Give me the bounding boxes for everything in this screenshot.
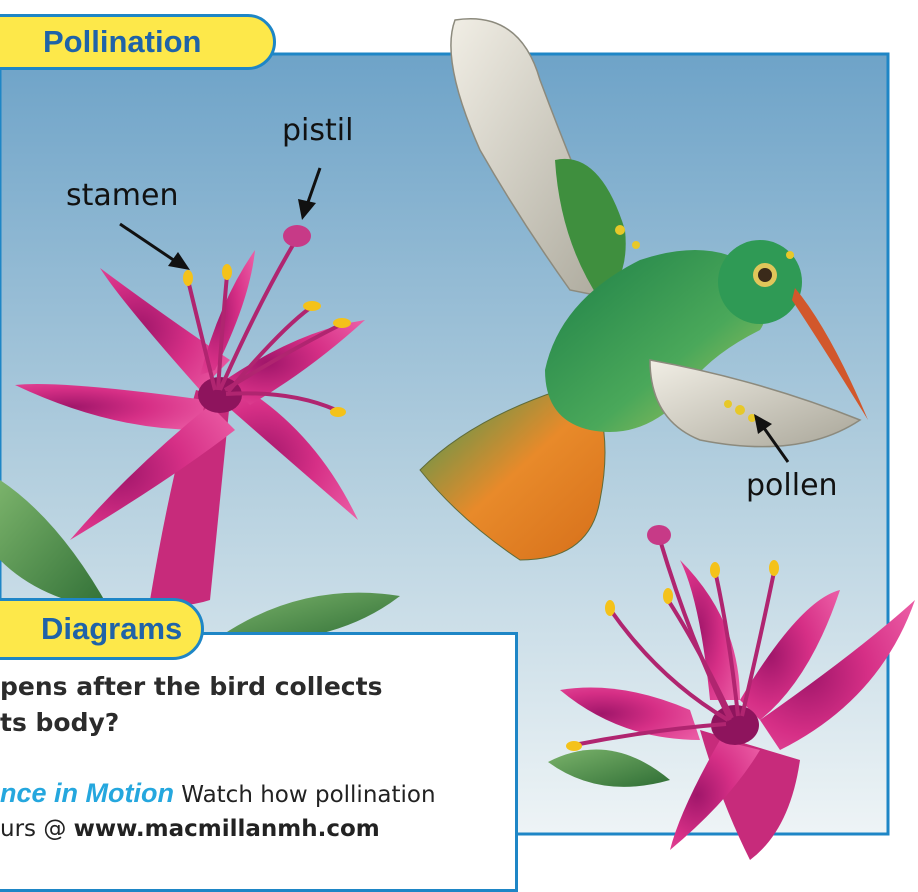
motion-brand: nce in Motion [0,778,174,808]
right-pistil-stigma [647,525,671,545]
label-stamen: stamen [66,178,178,213]
question-line-2: ts body? [0,705,500,741]
title-tab: Pollination [0,14,276,70]
page-title: Pollination [43,24,201,60]
section-tab: Diagrams [0,598,204,660]
section-title: Diagrams [41,611,182,647]
left-pistil-stigma [283,225,311,247]
motion-url-link[interactable]: www.macmillanmh.com [74,816,380,842]
motion-text-1: Watch how pollination [181,782,435,808]
motion-line-1: nce in Motion Watch how pollination [0,776,510,812]
motion-line-2: urs @ www.macmillanmh.com [0,812,510,846]
label-pollen: pollen [746,468,838,503]
label-pistil: pistil [282,113,353,148]
question-line-1: pens after the bird collects [0,669,500,705]
science-in-motion-note: nce in Motion Watch how pollination urs … [0,776,510,846]
motion-text-2: urs @ [0,816,66,842]
question-text: pens after the bird collects ts body? [0,669,500,741]
